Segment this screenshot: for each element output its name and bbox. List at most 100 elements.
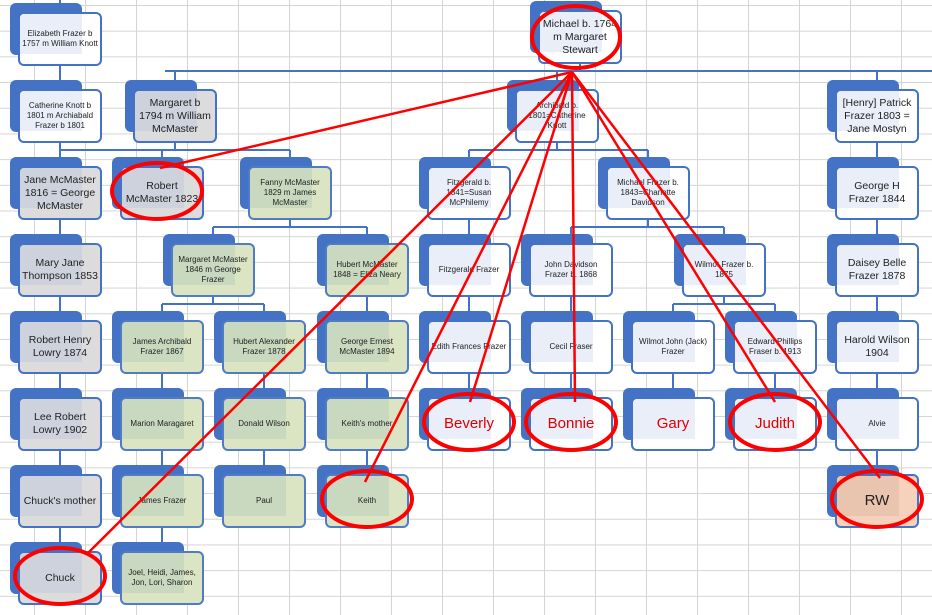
- node-edith[interactable]: Edith Frances Frazer: [419, 311, 511, 374]
- node-robertmcmaster[interactable]: Robert McMaster 1823: [112, 157, 204, 220]
- node-box: Margaret McMaster 1846 m George Frazer: [171, 243, 255, 297]
- node-label: Elizabeth Frazer b 1757 m William Knott: [22, 29, 98, 48]
- node-bonnie[interactable]: Bonnie: [521, 388, 613, 451]
- node-label: Judith: [754, 415, 796, 432]
- node-cecil[interactable]: Cecil Fraser: [521, 311, 613, 374]
- node-elizabeth[interactable]: Elizabeth Frazer b 1757 m William Knott: [10, 3, 102, 66]
- node-box: Fanny McMaster 1829 m James McMaster: [248, 166, 332, 220]
- node-label: Margaret b 1794 m William McMaster: [139, 96, 211, 135]
- node-leerobert[interactable]: Lee Robert Lowry 1902: [10, 388, 102, 451]
- node-label: Keith's mother: [341, 419, 393, 428]
- node-box: Cecil Fraser: [529, 320, 613, 374]
- node-box: Michael b. 1764 m Margaret Stewart: [538, 10, 622, 64]
- node-georgeernest[interactable]: George Ernest McMaster 1894: [317, 311, 409, 374]
- node-marion[interactable]: Marion Maragaret: [112, 388, 204, 451]
- node-keith[interactable]: Keith: [317, 465, 409, 528]
- node-michael1843[interactable]: Michael Frazer b. 1843=Charlotte Davidso…: [598, 157, 690, 220]
- node-archibald[interactable]: Archibald b. 1801=Catherine Knott: [507, 80, 599, 143]
- node-chuck[interactable]: Chuck: [10, 542, 102, 605]
- node-harold[interactable]: Harold Wilson 1904: [827, 311, 919, 374]
- node-wilmot1875[interactable]: Wilmot Frazer b. 1875: [674, 234, 766, 297]
- node-label: George Ernest McMaster 1894: [339, 337, 395, 356]
- node-box: Alvie: [835, 397, 919, 451]
- node-box: Gary: [631, 397, 715, 451]
- node-jamesfrazer[interactable]: James Frazer: [112, 465, 204, 528]
- node-box: John Davidson Frazer b. 1868: [529, 243, 613, 297]
- node-box: Hubert McMaster 1848 = Eliza Neary: [325, 243, 409, 297]
- node-label: [Henry] Patrick Frazer 1803 = Jane Mosty…: [842, 96, 912, 135]
- node-edward[interactable]: Edward Phillips Fraser b. 1913: [725, 311, 817, 374]
- node-rw[interactable]: RW: [827, 465, 919, 528]
- node-box: Elizabeth Frazer b 1757 m William Knott: [18, 12, 102, 66]
- node-box: Fitzgerald b. 1841=Susan McPhilemy: [427, 166, 511, 220]
- node-box: Fitzgerald Frazer: [427, 243, 511, 297]
- node-label: Wilmot John (Jack) Frazer: [638, 337, 707, 356]
- node-box: Bonnie: [529, 397, 613, 451]
- node-label: Lee Robert Lowry 1902: [32, 411, 88, 436]
- node-label: Bonnie: [547, 415, 595, 432]
- node-jane[interactable]: Jane McMaster 1816 = George McMaster: [10, 157, 102, 220]
- node-hubert1848[interactable]: Hubert McMaster 1848 = Eliza Neary: [317, 234, 409, 297]
- node-fill: [20, 476, 82, 516]
- node-label: Marion Maragaret: [130, 419, 194, 428]
- node-box: James Frazer: [120, 474, 204, 528]
- node-alvie[interactable]: Alvie: [827, 388, 919, 451]
- node-box: Margaret b 1794 m William McMaster: [133, 89, 217, 143]
- node-judith[interactable]: Judith: [725, 388, 817, 451]
- node-georgeh[interactable]: George H Frazer 1844: [827, 157, 919, 220]
- node-keithsmother[interactable]: Keith's mother: [317, 388, 409, 451]
- node-catherine[interactable]: Catherine Knott b 1801 m Archiabald Fraz…: [10, 80, 102, 143]
- node-fill: [20, 14, 82, 54]
- node-label: Catherine Knott b 1801 m Archiabald Fraz…: [26, 101, 94, 130]
- node-label: Harold Wilson 1904: [844, 334, 910, 359]
- node-label: Chuck: [45, 571, 75, 584]
- node-box: Lee Robert Lowry 1902: [18, 397, 102, 451]
- node-box: Wilmot Frazer b. 1875: [682, 243, 766, 297]
- node-box: Edward Phillips Fraser b. 1913: [733, 320, 817, 374]
- node-label: Wilmot Frazer b. 1875: [694, 260, 754, 279]
- node-henrypatrick[interactable]: [Henry] Patrick Frazer 1803 = Jane Mosty…: [827, 80, 919, 143]
- node-roberthenry[interactable]: Robert Henry Lowry 1874: [10, 311, 102, 374]
- node-label: James Frazer: [137, 496, 187, 505]
- node-box: Chuck: [18, 551, 102, 605]
- node-paul[interactable]: Paul: [214, 465, 306, 528]
- node-michael1764[interactable]: Michael b. 1764 m Margaret Stewart: [530, 1, 622, 64]
- node-label: James Archibald Frazer 1867: [132, 337, 192, 356]
- node-label: Robert McMaster 1823: [125, 180, 199, 205]
- node-beverly[interactable]: Beverly: [419, 388, 511, 451]
- node-fill: [20, 91, 82, 131]
- node-label: Daisey Belle Frazer 1878: [847, 257, 907, 282]
- node-label: Jane McMaster 1816 = George McMaster: [24, 173, 96, 212]
- node-margaret1794[interactable]: Margaret b 1794 m William McMaster: [125, 80, 217, 143]
- node-donald[interactable]: Donald Wilson: [214, 388, 306, 451]
- node-box: Chuck's mother: [18, 474, 102, 528]
- node-fitzgerald1841[interactable]: Fitzgerald b. 1841=Susan McPhilemy: [419, 157, 511, 220]
- node-label: Margaret McMaster 1846 m George Frazer: [178, 255, 248, 284]
- node-daisey[interactable]: Daisey Belle Frazer 1878: [827, 234, 919, 297]
- node-hubertalexander[interactable]: Hubert Alexander Frazer 1878: [214, 311, 306, 374]
- node-label: Chuck's mother: [23, 494, 97, 507]
- node-wilmotjohn[interactable]: Wilmot John (Jack) Frazer: [623, 311, 715, 374]
- node-fitzgeraldfrazer[interactable]: Fitzgerald Frazer: [419, 234, 511, 297]
- node-fanny[interactable]: Fanny McMaster 1829 m James McMaster: [240, 157, 332, 220]
- node-label: Keith: [357, 496, 377, 505]
- node-box: Paul: [222, 474, 306, 528]
- node-johndavidson[interactable]: John Davidson Frazer b. 1868: [521, 234, 613, 297]
- node-box: Keith's mother: [325, 397, 409, 451]
- node-box: Keith: [325, 474, 409, 528]
- node-fill: [20, 245, 82, 285]
- node-chucksmother[interactable]: Chuck's mother: [10, 465, 102, 528]
- node-label: Gary: [656, 415, 690, 432]
- node-margaret1846[interactable]: Margaret McMaster 1846 m George Frazer: [163, 234, 255, 297]
- node-jamesarchibald[interactable]: James Archibald Frazer 1867: [112, 311, 204, 374]
- node-label: Michael Frazer b. 1843=Charlotte Davidso…: [617, 178, 679, 207]
- node-box: Catherine Knott b 1801 m Archiabald Fraz…: [18, 89, 102, 143]
- node-box: [Henry] Patrick Frazer 1803 = Jane Mosty…: [835, 89, 919, 143]
- node-gary[interactable]: Gary: [623, 388, 715, 451]
- node-maryjane[interactable]: Mary Jane Thompson 1853: [10, 234, 102, 297]
- node-box: Robert McMaster 1823: [120, 166, 204, 220]
- node-box: Michael Frazer b. 1843=Charlotte Davidso…: [606, 166, 690, 220]
- node-label: Mary Jane Thompson 1853: [22, 257, 98, 282]
- node-box: Harold Wilson 1904: [835, 320, 919, 374]
- node-joel[interactable]: Joel, Heidi, James, Jon, Lori, Sharon: [112, 542, 204, 605]
